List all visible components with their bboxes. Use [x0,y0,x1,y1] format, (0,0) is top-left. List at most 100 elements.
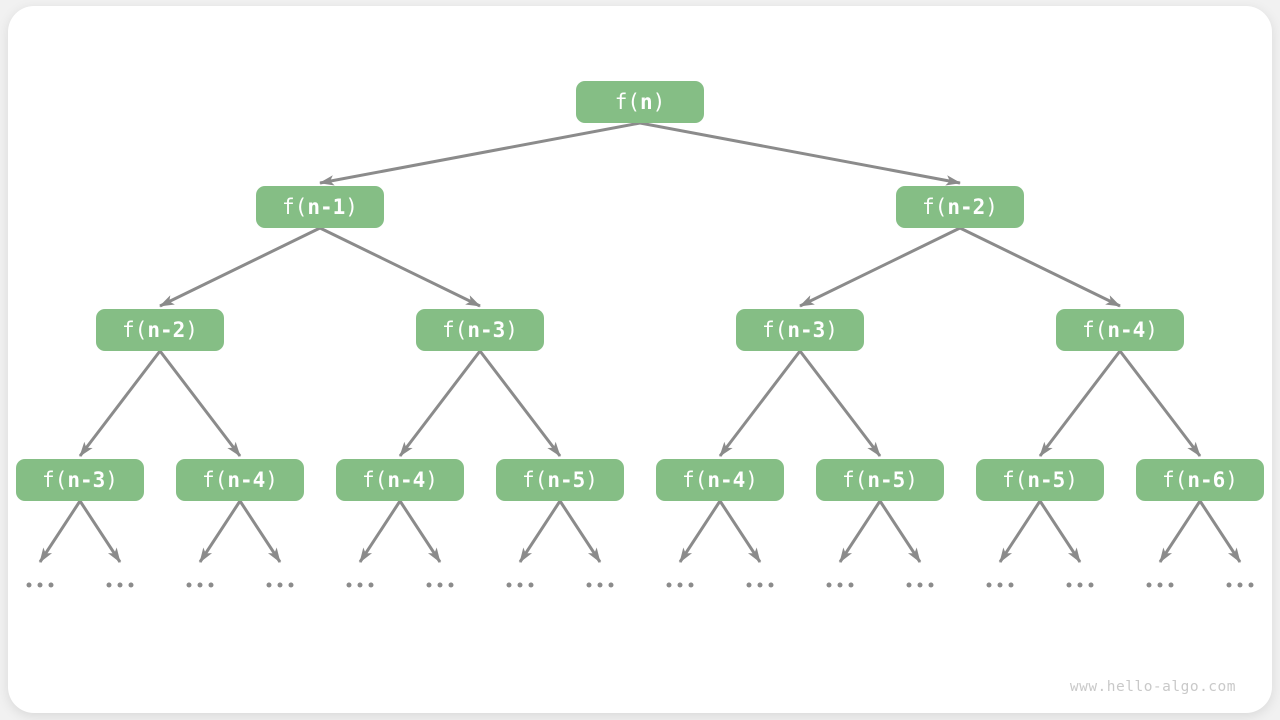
ellipsis-dot [986,582,992,588]
tree-node-f(n-2): f(n-2) [96,309,224,351]
tree-edge-arrow [319,121,641,186]
ellipsis-dot [677,582,683,588]
ellipsis-leaf [186,582,214,588]
ellipsis-dot [426,582,432,588]
tree-node-f(n-3): f(n-3) [736,309,864,351]
edges-layer [26,121,1254,588]
tree-edge-arrow [78,500,122,563]
tree-edge-arrow [159,226,321,308]
ellipsis-dot [757,582,763,588]
ellipsis-dot [517,582,523,588]
ellipsis-leaf [746,582,774,588]
tree-edge-arrow [799,226,961,308]
ellipsis-leaf [1066,582,1094,588]
ellipsis-dot [837,582,843,588]
ellipsis-dot [906,582,912,588]
tree-node-f(n-5): f(n-5) [816,459,944,501]
ellipsis-dot [277,582,283,588]
tree-node-f(n-6): f(n-6) [1136,459,1264,501]
ellipsis-dot [1237,582,1243,588]
ellipsis-leaf [426,582,454,588]
ellipsis-dot [586,582,592,588]
ellipsis-dot [1226,582,1232,588]
ellipsis-dot [197,582,203,588]
ellipsis-leaf [506,582,534,588]
tree-edge-arrow [38,500,82,563]
ellipsis-dot [357,582,363,588]
tree-node-f(n-4): f(n-4) [176,459,304,501]
ellipsis-dot [117,582,123,588]
tree-edge-arrow [198,500,242,563]
tree-edge-arrow [319,226,481,308]
ellipsis-dot [608,582,614,588]
ellipsis-dot [37,582,43,588]
ellipsis-dot [528,582,534,588]
tree-edge-arrow [1158,500,1202,563]
ellipsis-dot [106,582,112,588]
tree-node-f(n-5): f(n-5) [976,459,1104,501]
ellipsis-leaf [906,582,934,588]
tree-edge-arrow [358,500,402,563]
ellipsis-dot [597,582,603,588]
ellipsis-dots-group [26,582,1254,588]
diagram-canvas: f(n) f(n-1) f(n-2) f(n-2) f(n-3) f(n-3) f(n-4)… [8,6,1272,713]
tree-edge-arrow [558,500,602,563]
tree-node-f(n-4): f(n-4) [1056,309,1184,351]
ellipsis-dot [506,582,512,588]
tree-node-f(n-1): f(n-1) [256,186,384,228]
ellipsis-dot [1157,582,1163,588]
ellipsis-dot [1066,582,1072,588]
tree-edge-arrow [718,350,802,457]
tree-node-f(n-5): f(n-5) [496,459,624,501]
ellipsis-dot [997,582,1003,588]
ellipsis-dot [186,582,192,588]
tree-edge-arrow [238,500,282,563]
ellipsis-dot [1248,582,1254,588]
tree-edge-arrow [1038,500,1082,563]
ellipsis-dot [1146,582,1152,588]
ellipsis-dot [26,582,32,588]
ellipsis-dot [666,582,672,588]
tree-edge-arrow [1198,500,1242,563]
ellipsis-leaf [986,582,1014,588]
ellipsis-dot [448,582,454,588]
tree-edge-arrow [639,121,961,186]
ellipsis-dot [928,582,934,588]
tree-edge-arrow [518,500,562,563]
ellipsis-leaf [106,582,134,588]
ellipsis-dot [48,582,54,588]
edge-group [38,121,1242,563]
tree-edge-arrow [798,350,882,457]
ellipsis-dot [688,582,694,588]
ellipsis-dot [1008,582,1014,588]
watermark: www.hello-algo.com [1069,679,1236,695]
ellipsis-leaf [266,582,294,588]
ellipsis-dot [1168,582,1174,588]
tree-edge-arrow [959,226,1121,308]
tree-edge-arrow [398,500,442,563]
tree-edge-arrow [878,500,922,563]
tree-node-f(n-2): f(n-2) [896,186,1024,228]
tree-node-f(n): f(n) [576,81,704,123]
ellipsis-dot [768,582,774,588]
ellipsis-dot [917,582,923,588]
tree-edge-arrow [678,500,722,563]
tree-node-f(n-3): f(n-3) [416,309,544,351]
ellipsis-dot [848,582,854,588]
tree-edge-arrow [478,350,562,457]
ellipsis-leaf [26,582,54,588]
tree-edge-arrow [78,350,162,457]
ellipsis-leaf [346,582,374,588]
ellipsis-dot [437,582,443,588]
tree-edge-arrow [1118,350,1202,457]
tree-node-f(n-4): f(n-4) [656,459,784,501]
ellipsis-dot [1077,582,1083,588]
ellipsis-leaf [826,582,854,588]
ellipsis-dot [266,582,272,588]
ellipsis-dot [346,582,352,588]
ellipsis-dot [288,582,294,588]
tree-edge-arrow [838,500,882,563]
ellipsis-leaf [1226,582,1254,588]
ellipsis-leaf [1146,582,1174,588]
ellipsis-dot [368,582,374,588]
